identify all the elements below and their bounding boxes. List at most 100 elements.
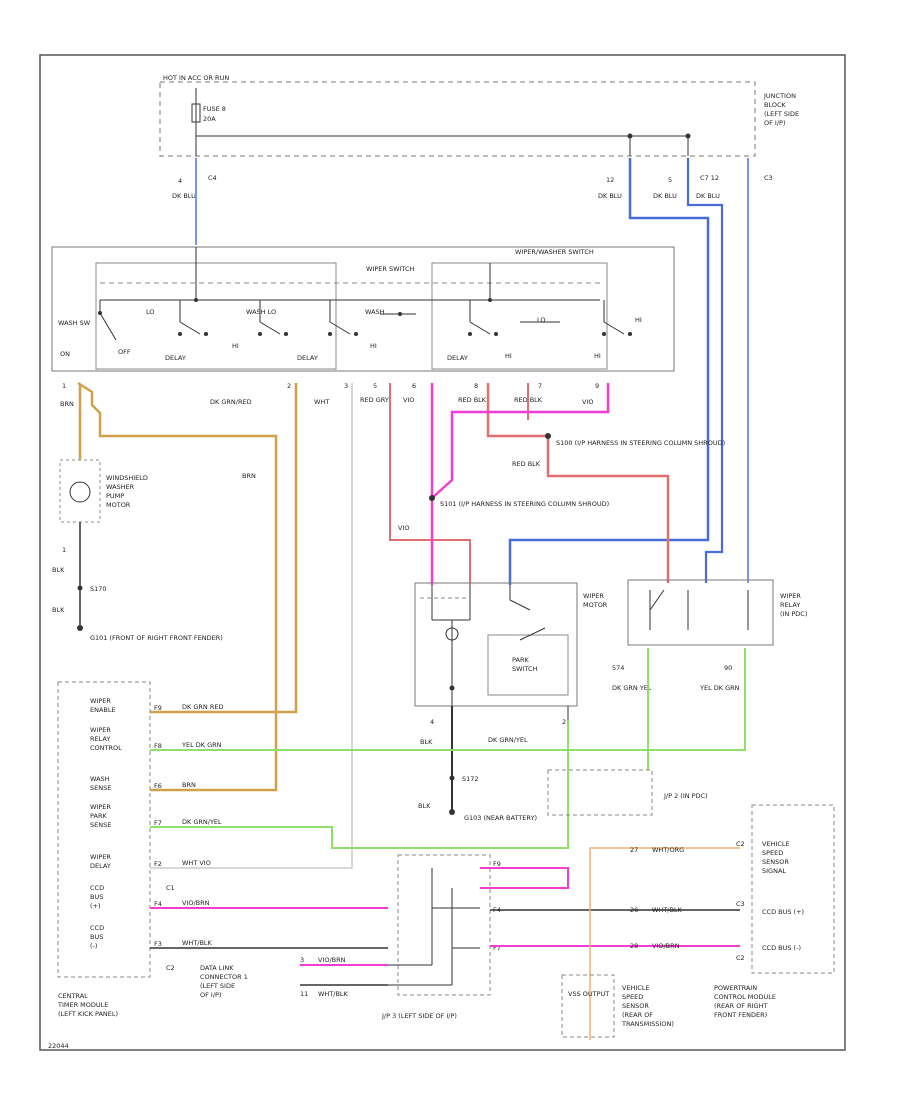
wire-label-redblk-3: RED BLK: [512, 460, 541, 468]
wiper-relay-label: WIPER RELAY (IN PDC): [780, 592, 807, 618]
ctm-pin-label: WASH: [90, 775, 110, 783]
relay-pin-90: 90: [724, 664, 732, 672]
wire-label-vss: WHT/ORG: [652, 846, 684, 854]
ctm-label-2: TIMER MODULE: [57, 1001, 108, 1009]
ctm-pin-label: WIPER: [90, 726, 111, 734]
wiper-switch-box: [51, 246, 675, 372]
ctm-pin-wire: DK GRN RED: [182, 703, 223, 711]
pcm-vss-3: SENSOR: [762, 858, 789, 866]
ctm-pin-label: WIPER: [90, 853, 111, 861]
wire-label-blk-3: BLK: [420, 738, 433, 746]
switch-pos-delay-3: DELAY: [447, 354, 468, 362]
ctm-pin-wire: BRN: [182, 781, 196, 789]
ctm-pin-label: RELAY: [90, 735, 110, 743]
jb-pin-right-2: 5: [668, 176, 672, 184]
motor-pin-4: 4: [430, 718, 434, 726]
jp3-internal: [388, 868, 560, 986]
switch-pos-on: ON: [60, 350, 70, 358]
dlc-wire-pos: VIO/BRN: [318, 956, 346, 964]
ctm-pin-label: SENSE: [90, 784, 111, 792]
pcm-vss-signal: VEHICLE SPEED SENSOR SIGNAL: [762, 840, 792, 875]
ctm-pin-label: (+): [90, 902, 101, 910]
washer-pump-label: WINDSHIELD WASHER PUMP MOTOR: [106, 474, 150, 509]
ctm-pin-number: F3: [154, 940, 162, 948]
park-switch-label-2: SWITCH: [512, 665, 538, 673]
splice-s100: [545, 433, 551, 439]
ctm-pin-label: WIPER: [90, 803, 111, 811]
switch-pos-delay-2: DELAY: [297, 354, 318, 362]
jb-pin-right-3: C7 12: [700, 174, 719, 182]
ctm-pin-number: F7: [154, 819, 162, 827]
pcm-conn-c2b: C2: [736, 954, 745, 962]
fuse-label: FUSE 8: [203, 105, 226, 113]
wire-label-blk-2: BLK: [52, 606, 65, 614]
wire-vio-splice: [431, 383, 610, 499]
ground-g101: [77, 625, 83, 631]
wire-label-ccd-pos: WHT/BLK: [652, 906, 683, 914]
hot-in-label: HOT IN ACC OR RUN: [163, 74, 229, 82]
vss-label-5: TRANSMISSION): [621, 1020, 674, 1028]
switch-pin-7: 7: [538, 382, 542, 390]
splice-s172-label: S172: [462, 775, 479, 783]
switch-pos-hi-2: HI: [370, 342, 377, 350]
jp3-label: J/P 3 (LEFT SIDE OF I/P): [381, 1012, 457, 1020]
wire-label-redblk-1: RED BLK: [458, 396, 487, 404]
jp2-box: [547, 769, 653, 816]
fuse-rating: 20A: [203, 115, 216, 123]
ctm-pin-number: F2: [154, 860, 162, 868]
ctm-pin-label: ENABLE: [90, 706, 116, 714]
pcm-conn-c2: C2: [736, 840, 745, 848]
dlc-wire-neg: WHT/BLK: [318, 990, 349, 998]
wire-yel-relay-control: [150, 648, 746, 751]
motor-splice: [449, 685, 455, 691]
dlc-pin-3: 3: [300, 956, 304, 964]
dlc-pin-11: 11: [300, 990, 308, 998]
wire-label-wht: WHT: [314, 398, 329, 406]
pcm-pin-28: 28: [630, 942, 638, 950]
ctm-pin-label: (-): [90, 942, 97, 950]
switch-right-section: [431, 262, 608, 370]
wire-label-dkgrnyel: DK GRN YEL: [612, 684, 652, 692]
washer-pump-label-3: PUMP: [106, 492, 124, 500]
ground-g103-label: G103 (NEAR BATTERY): [464, 814, 537, 822]
ctm-pin-number: F4: [154, 900, 162, 908]
washer-pump-label-1: WINDSHIELD: [106, 474, 148, 482]
diagram-frame: [39, 54, 846, 1051]
switch-pos-hi-right: HI: [635, 316, 642, 324]
pcm-label-4: FRONT FENDER): [714, 1011, 767, 1019]
ctm-label: CENTRAL TIMER MODULE (LEFT KICK PANEL): [57, 992, 118, 1018]
wiper-motor-label-2: MOTOR: [583, 601, 608, 609]
jb-name-4: OF I/P): [764, 119, 785, 127]
ctm-conn-c1: C1: [166, 884, 175, 892]
splice-s100-label: S100 (I/P HARNESS IN STEERING COLUMN SHR…: [556, 439, 725, 447]
jp3-pin-f9: F9: [493, 860, 501, 868]
dlc-label-4: OF I/P): [200, 991, 221, 999]
jb-name-1: JUNCTION: [763, 92, 796, 100]
vss-label-2: SPEED: [622, 993, 643, 1001]
wire-label-dkblu-1: DK BLU: [172, 192, 196, 200]
dlc-label-2: CONNECTOR 1: [200, 973, 248, 981]
wiper-relay-label-3: (IN PDC): [780, 610, 807, 618]
pcm-vss-2: SPEED: [762, 849, 783, 857]
switch-pos-hi-4: HI: [594, 352, 601, 360]
data-link-label: DATA LINK CONNECTOR 1 (LEFT SIDE OF I/P): [200, 964, 250, 999]
wiper-motor-label-1: WIPER: [583, 592, 604, 600]
vss-sensor-label: VEHICLE SPEED SENSOR (REAR OF TRANSMISSI…: [621, 984, 674, 1028]
jb-name-3: (LEFT SIDE: [764, 110, 799, 118]
vss-label-4: (REAR OF: [622, 1011, 653, 1019]
switch-pos-off: OFF: [118, 348, 131, 356]
motor-pin-2: 2: [562, 718, 566, 726]
switch-pos-delay-1: DELAY: [165, 354, 186, 362]
wiper-relay-label-1: WIPER: [780, 592, 801, 600]
switch-pin-9: 9: [595, 382, 599, 390]
washer-pump-label-4: MOTOR: [106, 501, 131, 509]
switch-left-section: [95, 262, 337, 370]
pcm-vss-1: VEHICLE: [762, 840, 790, 848]
pcm-ccd-neg: CCD BUS (-): [762, 944, 801, 952]
wire-label-vio-3: VIO: [398, 524, 409, 532]
switch-pos-hi-1: HI: [232, 342, 239, 350]
wire-dkgrnred-enable: [150, 383, 298, 714]
wiper-relay-box: [627, 579, 774, 646]
